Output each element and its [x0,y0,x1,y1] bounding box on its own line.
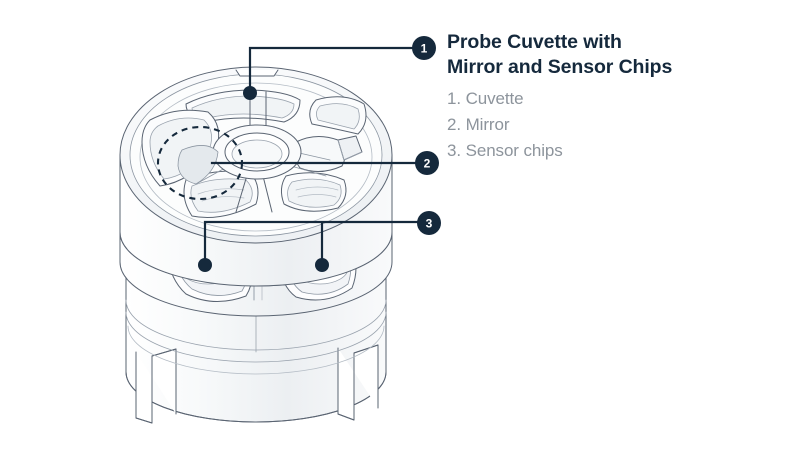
legend-item-cuvette: 1. Cuvette [447,89,524,108]
callout-badge-1[interactable]: 1 [412,36,436,60]
leader-dot-1 [243,86,257,100]
cuvette-top-disc [119,66,393,287]
caption-block: Probe Cuvette with Mirror and Sensor Chi… [447,30,767,164]
legend-item-mirror: 2. Mirror [447,115,510,134]
callout-badge-3-label: 3 [426,217,433,231]
callout-badge-2-label: 2 [424,157,431,171]
leader-line-1 [248,46,415,95]
leader-dot-3a [198,258,212,272]
legend-item-sensor-chips: 3. Sensor chips [447,141,563,160]
callout-badge-2[interactable]: 2 [415,151,439,175]
leader-dot-3b [315,258,329,272]
callout-leaders [198,46,420,272]
legend-list: 1. Cuvette 2. Mirror 3. Sensor chips [447,86,767,164]
device-drawing [119,66,393,424]
callout-badge-1-label: 1 [421,42,428,56]
leader-line-3 [203,220,420,262]
callout-badge-3[interactable]: 3 [417,211,441,235]
figure-title: Probe Cuvette with Mirror and Sensor Chi… [447,31,673,78]
